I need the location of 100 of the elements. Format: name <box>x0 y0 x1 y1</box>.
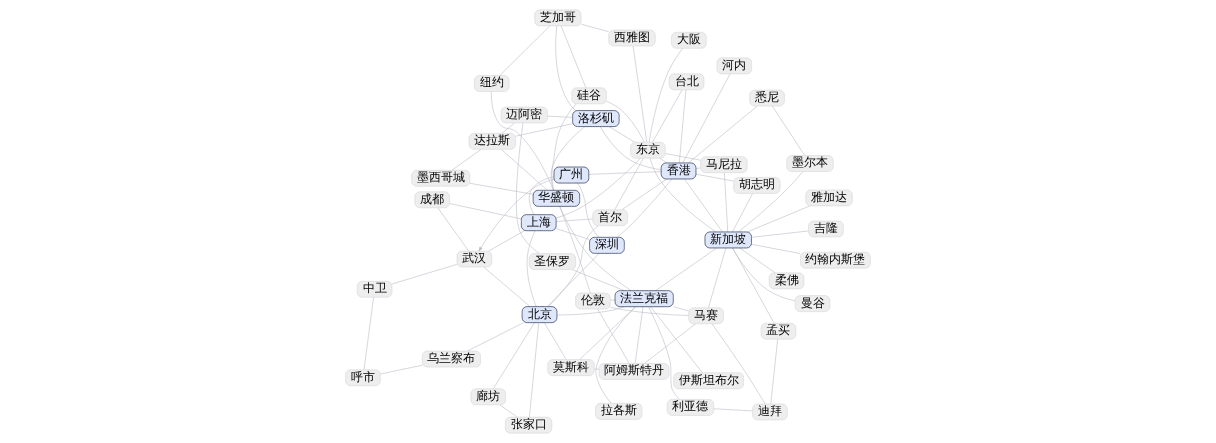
node-box: 吉隆 <box>808 220 844 238</box>
node-box: 胡志明 <box>733 177 781 194</box>
node-box: 迈阿密 <box>500 106 548 124</box>
node-box: 呼市 <box>345 369 381 386</box>
connector <box>688 105 758 164</box>
connector <box>555 25 577 111</box>
node-box: 张家口 <box>505 416 553 434</box>
connector <box>673 306 689 312</box>
connector <box>580 23 609 32</box>
connector <box>732 193 753 233</box>
connector <box>451 149 482 171</box>
connector <box>499 25 551 76</box>
node-box: 首尔 <box>592 209 628 226</box>
connector <box>713 408 753 412</box>
connector <box>555 218 594 222</box>
connector <box>550 126 586 191</box>
connector <box>547 225 599 307</box>
connector <box>380 364 423 375</box>
connector <box>488 230 525 252</box>
node-box: 新加坡 <box>704 231 752 249</box>
connector <box>547 253 600 307</box>
node-box: 伦敦 <box>575 292 611 310</box>
node-box: 广州 <box>553 166 590 184</box>
connector <box>597 308 630 364</box>
connector <box>679 89 687 164</box>
connector <box>724 172 729 233</box>
node-box: 悉尼 <box>749 89 785 107</box>
connector <box>608 126 635 143</box>
connector <box>634 306 644 364</box>
connector <box>501 122 515 134</box>
node-box: 墨尔本 <box>786 155 834 172</box>
node-box: 河内 <box>716 57 752 75</box>
connector <box>449 203 522 220</box>
node-box: 深圳 <box>589 236 625 254</box>
connector <box>529 322 540 418</box>
connector <box>526 230 537 307</box>
connector <box>614 158 644 210</box>
node-box: 马尼拉 <box>700 156 748 173</box>
connector <box>732 247 775 324</box>
node-box: 成都 <box>414 191 450 208</box>
connector <box>610 306 689 316</box>
connector <box>616 178 673 238</box>
connector <box>600 126 662 170</box>
connector <box>577 182 600 238</box>
connector <box>551 103 577 191</box>
connector <box>547 115 573 118</box>
connector <box>515 123 573 137</box>
node-box: 台北 <box>669 73 705 91</box>
connector <box>469 183 534 195</box>
connector <box>556 228 590 240</box>
node-box: 约翰内斯堡 <box>800 251 871 269</box>
node-box: 曼谷 <box>794 295 831 312</box>
connector <box>588 171 662 175</box>
node-box: 中卫 <box>357 281 393 298</box>
node-box: 阿姆斯特丹 <box>598 363 670 380</box>
connector <box>493 322 535 389</box>
connector <box>516 122 540 254</box>
connector <box>738 171 804 233</box>
connector <box>659 158 667 164</box>
connector <box>559 206 591 294</box>
connector <box>732 247 796 302</box>
node-box: 东京 <box>630 142 666 159</box>
node-box: 香港 <box>660 162 697 180</box>
connector <box>491 91 554 191</box>
connector <box>652 89 683 143</box>
node-box: 西雅图 <box>608 29 656 47</box>
connector <box>391 264 458 285</box>
connector <box>751 230 809 238</box>
node-box: 雅加达 <box>805 189 853 207</box>
node-box: 拉各斯 <box>595 403 643 420</box>
connector <box>751 244 801 254</box>
connector <box>499 404 518 418</box>
node-box: 乌兰察布 <box>422 350 481 368</box>
connector <box>632 45 648 143</box>
connector <box>483 266 531 307</box>
connector <box>708 247 727 308</box>
node-box: 迪拜 <box>752 403 788 421</box>
node-box: 芝加哥 <box>534 9 582 27</box>
connector <box>747 205 811 233</box>
connector <box>437 207 469 252</box>
node-box: 上海 <box>520 214 557 232</box>
connector <box>606 100 645 143</box>
connector <box>467 322 524 352</box>
connector <box>648 48 683 143</box>
connector <box>772 105 805 156</box>
connector <box>711 323 766 405</box>
connector <box>684 178 723 233</box>
connector <box>665 153 701 161</box>
connector <box>650 306 703 373</box>
node-box: 孟买 <box>760 323 797 340</box>
node-box: 大阪 <box>671 32 707 49</box>
node-box: 伊斯坦布尔 <box>673 372 744 389</box>
connector <box>649 157 717 233</box>
node-box: 莫斯科 <box>547 359 595 376</box>
node-box: 硅谷 <box>571 87 607 105</box>
connector <box>682 73 731 164</box>
connector <box>648 306 680 400</box>
connector <box>560 25 587 89</box>
connector <box>363 297 374 370</box>
connector <box>655 247 717 291</box>
